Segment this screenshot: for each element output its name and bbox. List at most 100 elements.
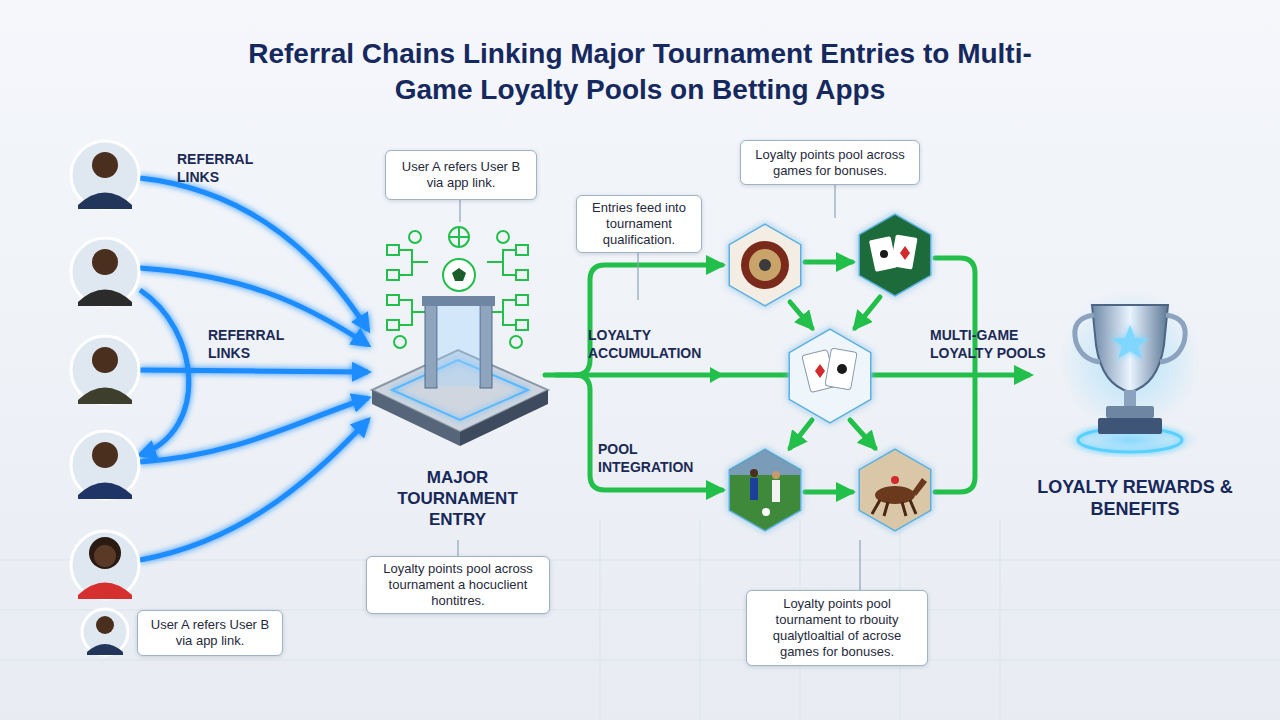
roulette-hex: [759, 259, 771, 271]
node-text: User A refers User B via app link.: [146, 617, 274, 649]
user-avatar: [71, 431, 139, 499]
cards-hex: [790, 330, 870, 422]
horse-racing-hex: [860, 450, 930, 530]
diagram-title: Referral Chains Linking Major Tournament…: [240, 36, 1040, 108]
soccer-hex: [750, 469, 758, 477]
bracket-icon: [497, 231, 509, 243]
horse-racing-hex: [860, 450, 930, 530]
user-avatar: [92, 152, 118, 178]
grid-lines: [0, 660, 1280, 661]
bracket-icon: [516, 320, 528, 330]
node-text: User A refers User B via app link.: [394, 159, 528, 191]
grid-lines: [600, 520, 601, 720]
soccer-hex: [730, 450, 800, 530]
bracket-icon: [399, 250, 428, 275]
referral-arrows: [140, 178, 368, 560]
bracket-icon: [510, 336, 522, 348]
referral-arrows: [140, 178, 368, 330]
roulette-hex: [730, 225, 800, 305]
bracket-icon: [516, 245, 528, 255]
referral-arrows: [140, 420, 368, 560]
cards-hex: [880, 250, 888, 258]
horse-racing-hex: [860, 450, 930, 530]
cards-hex: [790, 330, 870, 422]
cards-hex: [890, 234, 917, 269]
bracket-icon: [449, 227, 469, 247]
cards-hex: [790, 330, 870, 422]
soccer-hex: [730, 450, 800, 530]
user-avatar: [82, 609, 128, 655]
bracket-icon: [387, 270, 399, 280]
gate-glass: [437, 306, 480, 386]
user-avatar: [89, 537, 121, 569]
trophy-art: [1060, 290, 1200, 430]
bracket-icon: [449, 227, 469, 247]
leader-lines: [859, 540, 860, 590]
green-flow: [935, 378, 975, 492]
grid-lines: [700, 520, 701, 720]
flow-label: REFERRAL LINKS: [177, 150, 272, 186]
green-flow: [545, 265, 722, 375]
soccer-ball: [452, 268, 466, 281]
cards-hex: [860, 215, 930, 295]
user-avatar: [71, 431, 139, 499]
node-text: LOYALTY REWARDS & BENEFITS: [1030, 476, 1240, 520]
soccer-ball: [443, 259, 475, 291]
roulette-hex: [730, 225, 800, 305]
user-avatar: [78, 290, 132, 307]
tournament-art: [372, 227, 548, 446]
flow-label: LOYALTY ACCUMULATION: [588, 326, 718, 362]
node-text: Loyalty points pool across games for bon…: [749, 147, 911, 179]
soccer-hex: [772, 480, 780, 502]
cards-hex: [815, 364, 825, 378]
node-text: Loyalty points pool across tournament a …: [375, 561, 541, 609]
bracket-icon: [394, 336, 406, 348]
callout-box: User A refers User B via app link.: [385, 150, 537, 200]
user-avatar: [71, 531, 139, 599]
bracket-icon: [516, 270, 528, 280]
user-avatar: [92, 347, 118, 373]
trophy-art: [1160, 315, 1185, 362]
roulette-hex: [730, 225, 800, 305]
user-avatar: [92, 442, 118, 468]
green-flow: [805, 490, 852, 495]
node-text: MAJOR TOURNAMENT ENTRY: [393, 467, 523, 530]
cards-hex: [860, 215, 930, 295]
user-avatar: [71, 238, 139, 306]
user-avatar: [94, 545, 116, 567]
platform-side: [372, 390, 460, 446]
grid-lines: [1000, 520, 1001, 720]
trophy-art: [1098, 418, 1162, 434]
bracket-icon: [387, 320, 399, 330]
roulette-hex: [730, 225, 800, 305]
roulette-hex: [741, 241, 789, 289]
platform-side: [460, 390, 548, 446]
callout-box: Loyalty points pool across games for bon…: [740, 140, 920, 185]
node-text: Entries feed into tournament qualificati…: [585, 200, 693, 248]
gate-pillar: [480, 300, 492, 388]
callout-box: Loyalty points pool across tournament a …: [366, 556, 550, 614]
user-avatar: [78, 388, 132, 405]
gate-pillar: [425, 300, 437, 388]
cards-hex: [900, 246, 910, 260]
user-avatars: [71, 141, 139, 655]
rewards-node: LOYALTY REWARDS & BENEFITS: [1030, 280, 1240, 520]
node-text: Loyalty points pool tournament to rbouit…: [755, 596, 919, 660]
green-flow: [855, 297, 880, 328]
green-flow: [790, 302, 812, 328]
user-avatar: [78, 193, 132, 210]
soccer-hex: [750, 478, 758, 500]
trophy-art: [1092, 305, 1168, 392]
cards-hex: [790, 330, 870, 422]
leader-lines: [834, 185, 835, 218]
flow-label: POOL INTEGRATION: [598, 440, 708, 476]
horse-racing-hex: [891, 476, 899, 484]
trophy-art: [1106, 406, 1154, 418]
green-flow: [790, 420, 812, 448]
gate-beam: [422, 296, 495, 306]
callout-box: Entries feed into tournament qualificati…: [576, 195, 702, 253]
trophy-art: [1060, 290, 1200, 458]
soccer-hex: [772, 471, 780, 479]
grid-lines: [0, 520, 1280, 720]
